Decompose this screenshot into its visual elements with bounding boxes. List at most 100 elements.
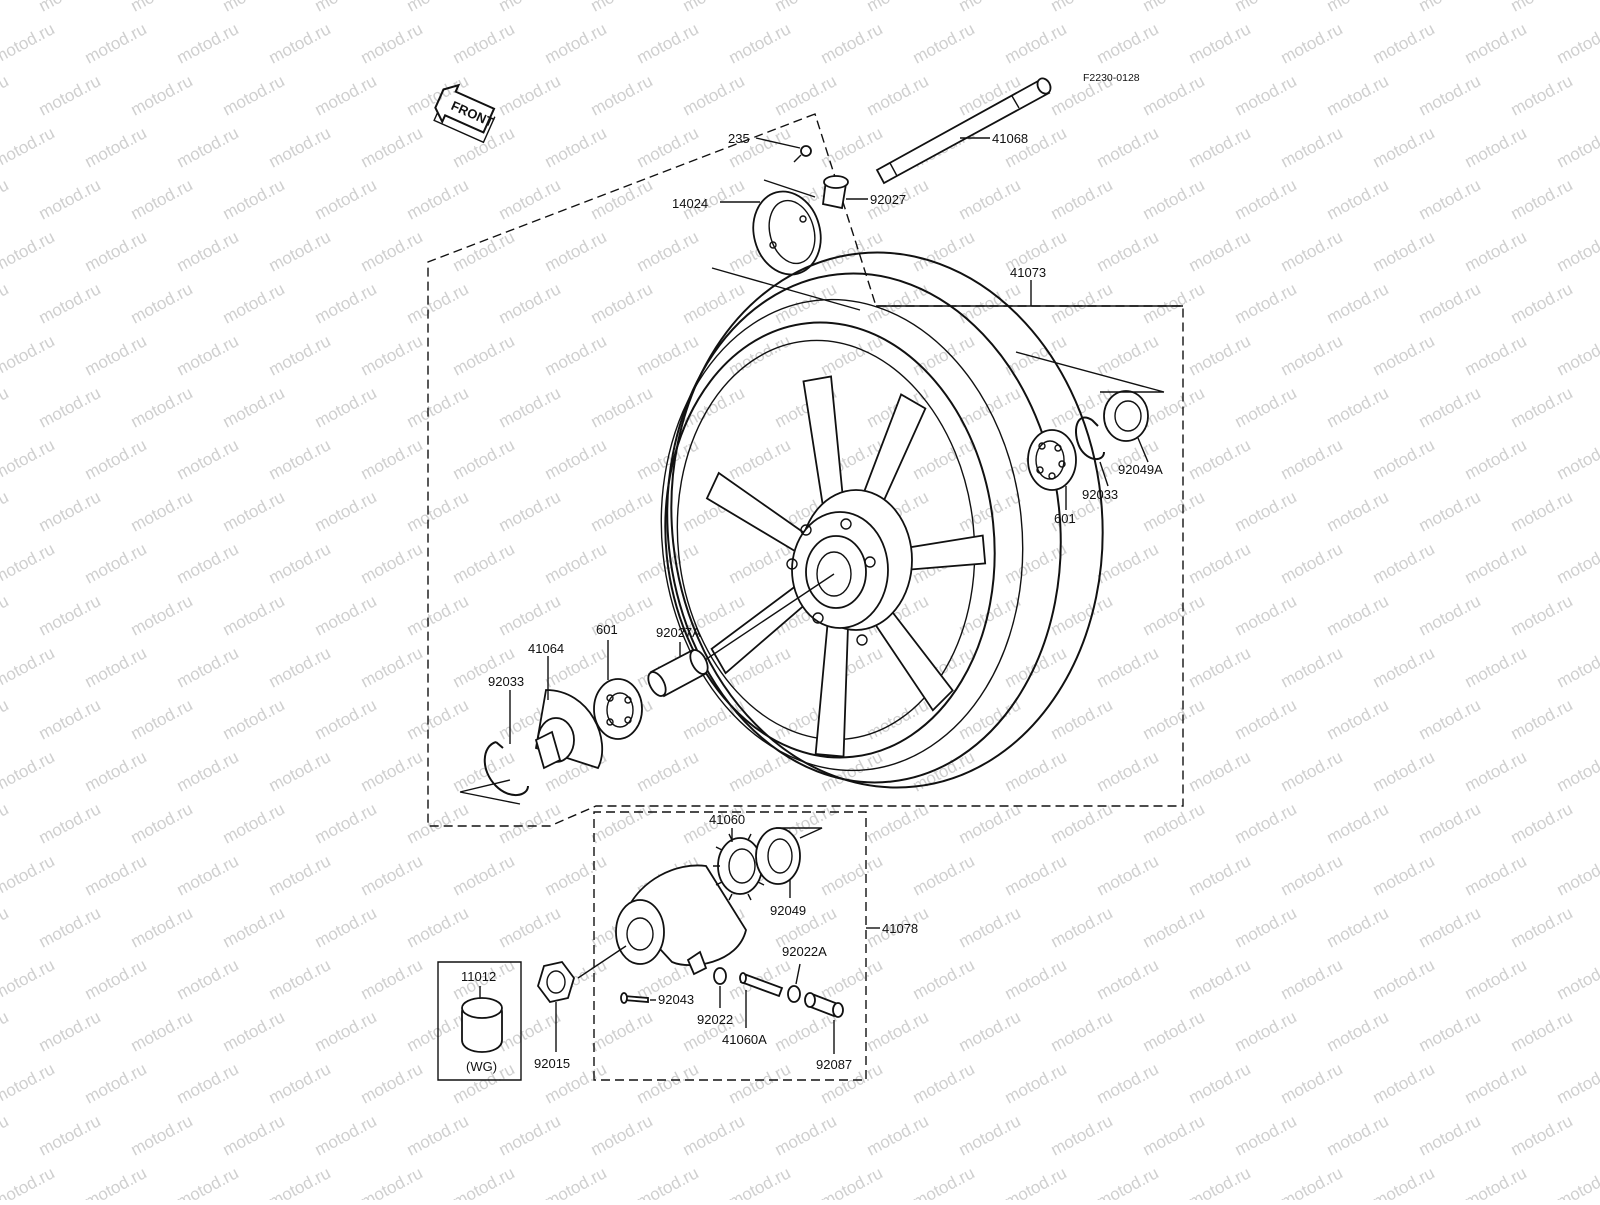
watermark-text: motod.ru [82,123,150,171]
watermark-text: motod.ru [1278,19,1346,67]
watermark-text: motod.ru [1278,331,1346,379]
watermark-text: motod.ru [818,227,886,275]
front-label: FRONT [449,98,496,130]
watermark-text: motod.ru [220,695,288,743]
watermark-text: motod.ru [818,851,886,899]
watermark-text: motod.ru [496,0,564,16]
watermark-text: motod.ru [1370,1059,1438,1107]
watermark-text: motod.ru [1186,123,1254,171]
watermark-text: motod.ru [1002,1059,1070,1107]
watermark-text: motod.ru [450,435,518,483]
bolt-235 [794,146,811,162]
watermark-text: motod.ru [1416,279,1484,327]
label-92027A: 92027A [656,625,701,640]
watermark-text: motod.ru [0,695,12,743]
watermark-text: motod.ru [588,175,656,223]
watermark-text: motod.ru [266,331,334,379]
watermark-text: motod.ru [956,903,1024,951]
watermark-text: motod.ru [174,851,242,899]
watermark-text: motod.ru [1462,435,1530,483]
watermark-text: motod.ru [36,175,104,223]
watermark-text: motod.ru [128,71,196,119]
watermark-text: motod.ru [1554,123,1600,171]
watermark-text: motod.ru [1462,1059,1530,1107]
watermark-text: motod.ru [220,1007,288,1055]
watermark-text: motod.ru [634,123,702,171]
watermark-text: motod.ru [542,123,610,171]
watermark-text: motod.ru [1002,955,1070,1003]
watermark-text: motod.ru [910,1059,978,1107]
watermark-text: motod.ru [864,0,932,16]
watermark-text: motod.ru [588,0,656,16]
watermark-text: motod.ru [1508,1007,1576,1055]
watermark-text: motod.ru [266,747,334,795]
watermark-text: motod.ru [0,851,58,899]
watermark-text: motod.ru [36,591,104,639]
watermark-text: motod.ru [1232,1111,1300,1159]
watermark-text: motod.ru [220,591,288,639]
watermark-text: motod.ru [1140,903,1208,951]
oil-seal-right [1104,391,1148,441]
watermark-text: motod.ru [956,591,1024,639]
watermark-text: motod.ru [312,903,380,951]
watermark-text: motod.ru [1186,643,1254,691]
watermark-text: motod.ru [634,227,702,275]
watermark-text: motod.ru [634,1059,702,1107]
watermark-text: motod.ru [1324,799,1392,847]
watermark-text: motod.ru [1140,591,1208,639]
watermark-text: motod.ru [1048,1007,1116,1055]
watermark-text: motod.ru [82,747,150,795]
watermark-text: motod.ru [542,19,610,67]
watermark-text: motod.ru [1324,591,1392,639]
figure-code: F2230-0128 [1083,72,1140,84]
watermark-text: motod.ru [910,435,978,483]
watermark-text: motod.ru [450,227,518,275]
watermark-text: motod.ru [910,1163,978,1200]
watermark-text: motod.ru [496,1111,564,1159]
watermark-text: motod.ru [82,539,150,587]
watermark-text: motod.ru [1508,1111,1576,1159]
label-601-right: 601 [1054,511,1076,526]
watermark-text: motod.ru [1232,695,1300,743]
watermark-text: motod.ru [220,0,288,16]
watermark-text: motod.ru [358,851,426,899]
watermark-text: motod.ru [450,19,518,67]
watermark-text: motod.ru [1186,1059,1254,1107]
watermark-text: motod.ru [174,227,242,275]
watermark-text: motod.ru [36,0,104,16]
watermark-text: motod.ru [174,747,242,795]
watermark-text: motod.ru [910,331,978,379]
label-92033-right: 92033 [1082,487,1118,502]
watermark-text: motod.ru [0,591,12,639]
watermark-text: motod.ru [1094,19,1162,67]
watermark-text: motod.ru [36,71,104,119]
label-92022A: 92022A [782,944,827,959]
watermark-text: motod.ru [0,279,12,327]
watermark-text: motod.ru [588,1007,656,1055]
watermark-text: motod.ru [542,227,610,275]
spoke [816,615,849,757]
watermark-text: motod.ru [312,279,380,327]
watermark-text: motod.ru [82,435,150,483]
watermark-text: motod.ru [404,1111,472,1159]
watermark-text: motod.ru [358,331,426,379]
watermark-text: motod.ru [128,695,196,743]
watermark-text: motod.ru [1140,1111,1208,1159]
watermark-text: motod.ru [864,1007,932,1055]
watermark-text: motod.ru [312,383,380,431]
watermark-text: motod.ru [128,0,196,16]
watermark-text: motod.ru [0,1007,12,1055]
watermark-text: motod.ru [1554,19,1600,67]
watermark-text: motod.ru [1462,539,1530,587]
watermark-text: motod.ru [1140,0,1208,16]
watermark-text: motod.ru [1416,903,1484,951]
watermark-text: motod.ru [1324,903,1392,951]
label-11012: 11012 [461,969,496,984]
watermark-text: motod.ru [0,539,58,587]
watermark-text: motod.ru [1140,279,1208,327]
leader-92022A [796,964,800,984]
watermark-text: motod.ru [1094,1163,1162,1200]
watermark-text: motod.ru [1232,487,1300,535]
watermark-text: motod.ru [496,383,564,431]
